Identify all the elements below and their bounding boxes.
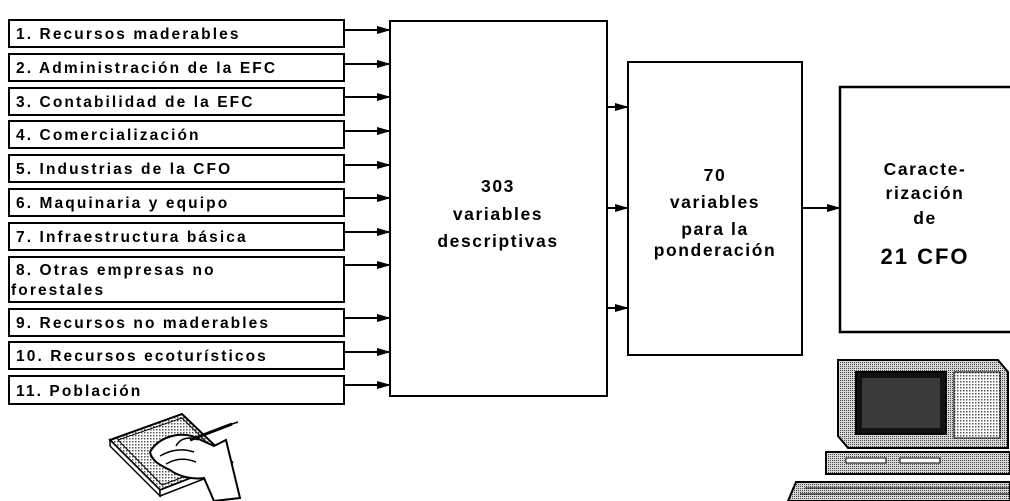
stage-2-line-2: variables <box>670 192 760 212</box>
stage-2-line-1: 70 <box>704 165 727 185</box>
category-box-5: 5. Industrias de la CFO <box>9 155 344 182</box>
category-box-9: 9. Recursos no maderables <box>9 309 344 336</box>
category-box-2: 2. Administración de la EFC <box>9 54 344 81</box>
category-label: 4. Comercialización <box>16 127 201 144</box>
category-label: 11. Población <box>16 383 142 400</box>
category-box-11: 11. Población <box>9 376 344 404</box>
middle-arrows <box>607 107 628 308</box>
category-box-4: 4. Comercialización <box>9 121 344 148</box>
stage-2-line-3: para la <box>681 219 749 239</box>
category-box-8: 8. Otras empresas no forestales <box>9 257 344 302</box>
category-box-1: 1. Recursos maderables <box>9 20 344 47</box>
category-box-6: 6. Maquinaria y equipo <box>9 189 344 216</box>
stage-3-box: Caracte- rización de 21 CFO <box>840 87 1010 332</box>
category-label-line-2: forestales <box>11 282 105 299</box>
category-box-7: 7. Infraestructura básica <box>9 223 344 250</box>
stage-1-line-1: 303 <box>481 176 515 196</box>
category-label: 5. Industrias de la CFO <box>16 161 232 178</box>
category-label: 6. Maquinaria y equipo <box>16 195 229 212</box>
stage-1-box: 303 variables descriptivas <box>390 21 607 396</box>
desktop-computer-icon <box>788 360 1010 501</box>
stage-2-box: 70 variables para la ponderación <box>628 62 802 355</box>
category-label-line-1: 8. Otras empresas no <box>16 262 216 279</box>
category-label: 1. Recursos maderables <box>16 26 241 43</box>
stage-3-line-4: 21 CFO <box>880 244 969 269</box>
stage-1-line-2: variables <box>453 204 543 224</box>
category-box-10: 10. Recursos ecoturísticos <box>9 342 344 369</box>
category-label: 9. Recursos no maderables <box>16 315 270 332</box>
stage-3-line-2: rización <box>886 183 965 203</box>
stage-3-line-1: Caracte- <box>884 159 967 179</box>
stage-3-line-3: de <box>913 208 937 228</box>
category-label: 2. Administración de la EFC <box>16 60 277 77</box>
stage-2-line-4: ponderación <box>654 240 777 260</box>
category-box-3: 3. Contabilidad de la EFC <box>9 88 344 115</box>
category-list: 1. Recursos maderables 2. Administración… <box>9 20 344 404</box>
category-label: 7. Infraestructura básica <box>16 229 248 246</box>
category-label: 3. Contabilidad de la EFC <box>16 94 255 111</box>
category-label: 10. Recursos ecoturísticos <box>16 348 268 365</box>
stage-1-line-3: descriptivas <box>437 231 558 251</box>
hand-writing-on-notebook-icon <box>110 414 240 501</box>
input-arrows <box>344 30 390 385</box>
